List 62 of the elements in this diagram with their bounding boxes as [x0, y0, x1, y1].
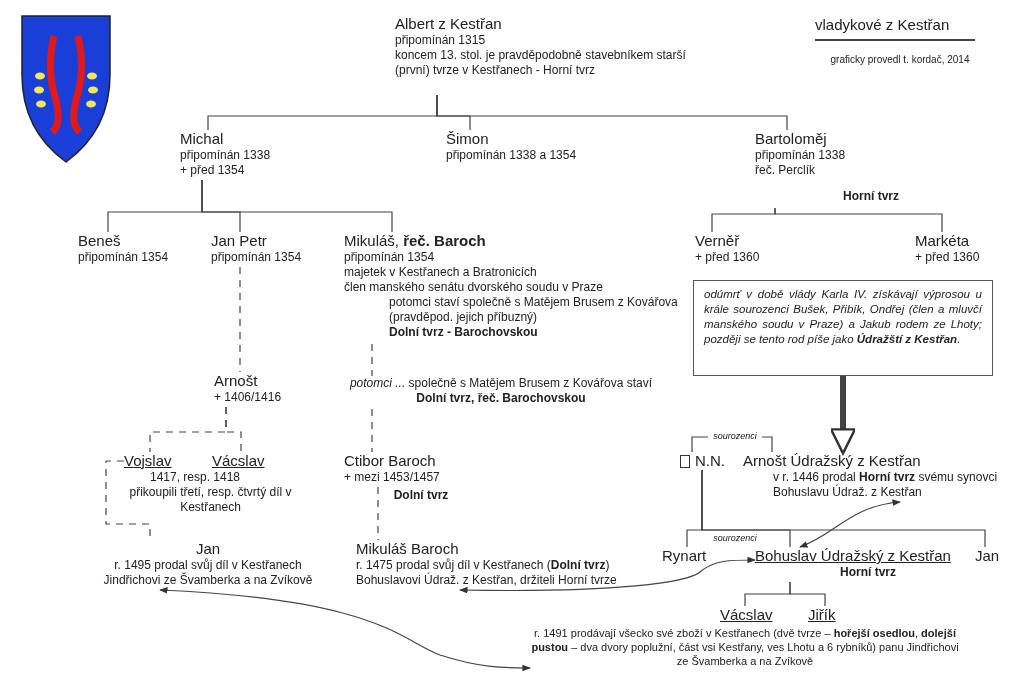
note-text: potomci staví společně s Matějem Brusem z Kovářova (pravděpod. jejich příbuzný) — [389, 295, 679, 325]
connector-line — [789, 581, 826, 607]
person-name: Mikuláš Baroch — [356, 540, 460, 558]
person-name: Vácslav — [720, 606, 774, 624]
person-name: Michal — [180, 130, 225, 148]
person-name: Vojslav — [124, 452, 173, 470]
connector-line — [201, 179, 393, 233]
note-text: + před 1360 — [695, 250, 761, 265]
note-text: + před 1354 — [180, 163, 246, 178]
person-name: Bartoloměj — [755, 130, 828, 148]
double-arrow — [799, 499, 901, 548]
note-text: řeč. Perclík — [755, 163, 816, 178]
diagram-title: vladykové z Kestřan — [815, 16, 975, 41]
person-name: Mikuláš, řeč. Baroch — [344, 232, 487, 250]
note-text: r. 1475 prodal svůj díl v Kestřanech (Dolní tvrz) Bohuslavovi Údraž. z Kestřan, držiteli Horní tvrze — [356, 558, 618, 588]
note-text: + 1406/1416 — [214, 390, 283, 405]
connector-line — [701, 469, 986, 548]
person-name: Verněř — [695, 232, 741, 250]
connector-line — [225, 406, 242, 453]
person-name: Arnošt Údražský z Kestřan — [743, 452, 922, 470]
person-name: Jan — [975, 547, 1001, 565]
person-name: Rynart — [662, 547, 708, 565]
note-text: připomínán 1338 — [755, 148, 847, 163]
note-text: majetek v Kestřanech a Bratronicích — [344, 265, 538, 280]
double-arrow — [159, 587, 531, 672]
note-text: + mezi 1453/1457 — [344, 470, 441, 485]
note-text: koncem 13. stol. je pravděpodobně stavebníkem starší (první) tvrze v Kestřanech - Horní tvrz — [395, 48, 687, 78]
person-name: Markéta — [915, 232, 971, 250]
person-name: Jiřík — [808, 606, 837, 624]
note-text: Horní tvrz — [843, 189, 900, 204]
note-text: připomínán 1354 — [78, 250, 170, 265]
person-name: Jan Petr — [211, 232, 268, 250]
double-arrow — [459, 556, 756, 594]
note-text: připomínán 1315 — [395, 33, 487, 48]
connector-line — [774, 207, 943, 233]
note-text: odúmrť v době vlády Karla IV. získávají výprosou u krále sourozenci Bušek, Přibík, Ondřej (člen a mluvčí manského soudu v Praze) a Jakub rodem ze Lhoty; později se tento rod píše jako Údražští z Kestřan. — [704, 287, 982, 347]
note-text: připomínán 1338 — [180, 148, 272, 163]
person-name: N.N. — [695, 452, 725, 470]
note-text: Dolní tvrz - Barochovskou — [389, 325, 539, 340]
note-box — [693, 280, 993, 376]
note-text: připomínán 1354 — [344, 250, 436, 265]
edge-label: sourozenci — [708, 431, 762, 441]
person-name: Ctibor Baroch — [344, 452, 437, 470]
connector-line — [436, 94, 788, 131]
note-text: připomínán 1354 — [211, 250, 303, 265]
person-name: Jan — [194, 540, 222, 558]
note-text: + před 1360 — [915, 250, 981, 265]
note-text: r. 1491 prodávají všecko své zboží v Kestřanech (dvě tvrze – hořejší osedlou, dolejší pustou – dva dvory poplužní, část vsi Kestřany, ves Lhotu a 6 rybníků) panu Jindřichovi ze Švamberka a na Zvíkově — [530, 626, 960, 668]
note-text: člen manského senátu dvorského soudu v Praze — [344, 280, 604, 295]
note-text: v r. 1446 prodal Horní tvrz svému synovci Bohuslavu Údraž. z Kestřan — [773, 470, 999, 500]
person-name: Beneš — [78, 232, 122, 250]
person-name: Šimon — [446, 130, 490, 148]
person-name: Arnošt — [214, 372, 259, 390]
person-name: Bohuslav Údražský z Kestřan — [755, 547, 952, 565]
block-arrow — [829, 376, 857, 455]
note-text: Horní tvrz — [840, 565, 897, 580]
person-name: Vácslav — [212, 452, 266, 470]
connector-line — [377, 486, 379, 541]
note-text: r. 1495 prodal svůj díl v Kestřanech Jindřichovi ze Švamberka a na Zvíkově — [102, 558, 314, 588]
person-name: Albert z Kestřan — [395, 15, 503, 33]
note-text: připomínán 1338 a 1354 — [446, 148, 578, 163]
connector-line — [239, 266, 241, 373]
